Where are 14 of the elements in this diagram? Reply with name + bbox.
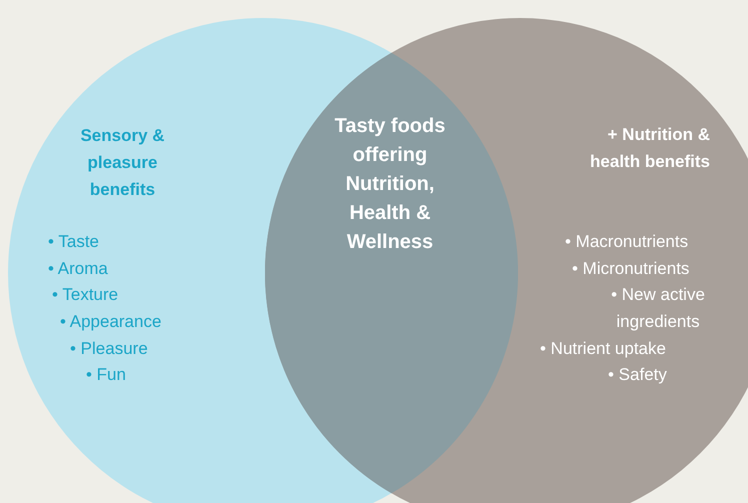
bullet-item: • Nutrient uptake: [540, 338, 666, 360]
bullet-item: • Texture: [52, 284, 118, 306]
bullet-item: • Aroma: [48, 258, 108, 280]
bullet-item: • Taste: [48, 231, 99, 253]
overlap-heading: Tasty foods offering Nutrition, Health & Wellness: [334, 114, 446, 255]
circle-heading: + Nutrition & health benefits: [589, 124, 710, 173]
bullet-item: • Pleasure: [70, 338, 148, 360]
circle-heading: Sensory & pleasure benefits: [79, 125, 166, 201]
bullet-item: • Micronutrients: [572, 258, 690, 280]
bullet-item: • Fun: [86, 364, 126, 386]
bullet-item: • Safety: [608, 364, 667, 386]
bullet-item: • Macronutrients: [565, 231, 688, 253]
bullet-item: • Appearance: [60, 311, 162, 333]
bullet-item: • New active ingredients: [610, 284, 706, 333]
